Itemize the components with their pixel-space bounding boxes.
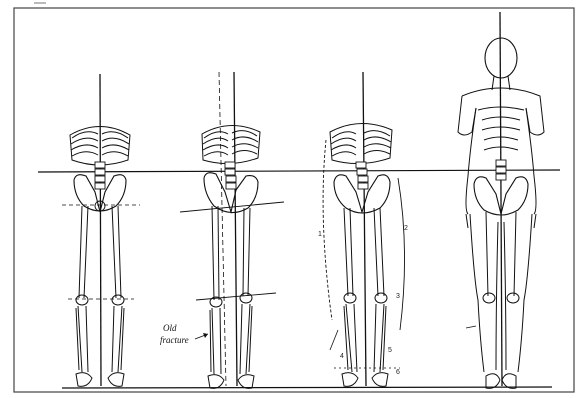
mark-3: 3	[396, 293, 400, 300]
mark-5: 5	[388, 347, 392, 354]
annotation-old: Old	[163, 323, 177, 333]
mark-2: 2	[404, 225, 408, 232]
mark-6: 6	[396, 369, 400, 376]
mark-1: 1	[318, 231, 322, 238]
annotation-fracture: fracture	[160, 335, 189, 345]
lumbar-spine	[496, 160, 506, 180]
mark-4: 4	[340, 353, 344, 360]
figure-frame	[14, 8, 574, 392]
